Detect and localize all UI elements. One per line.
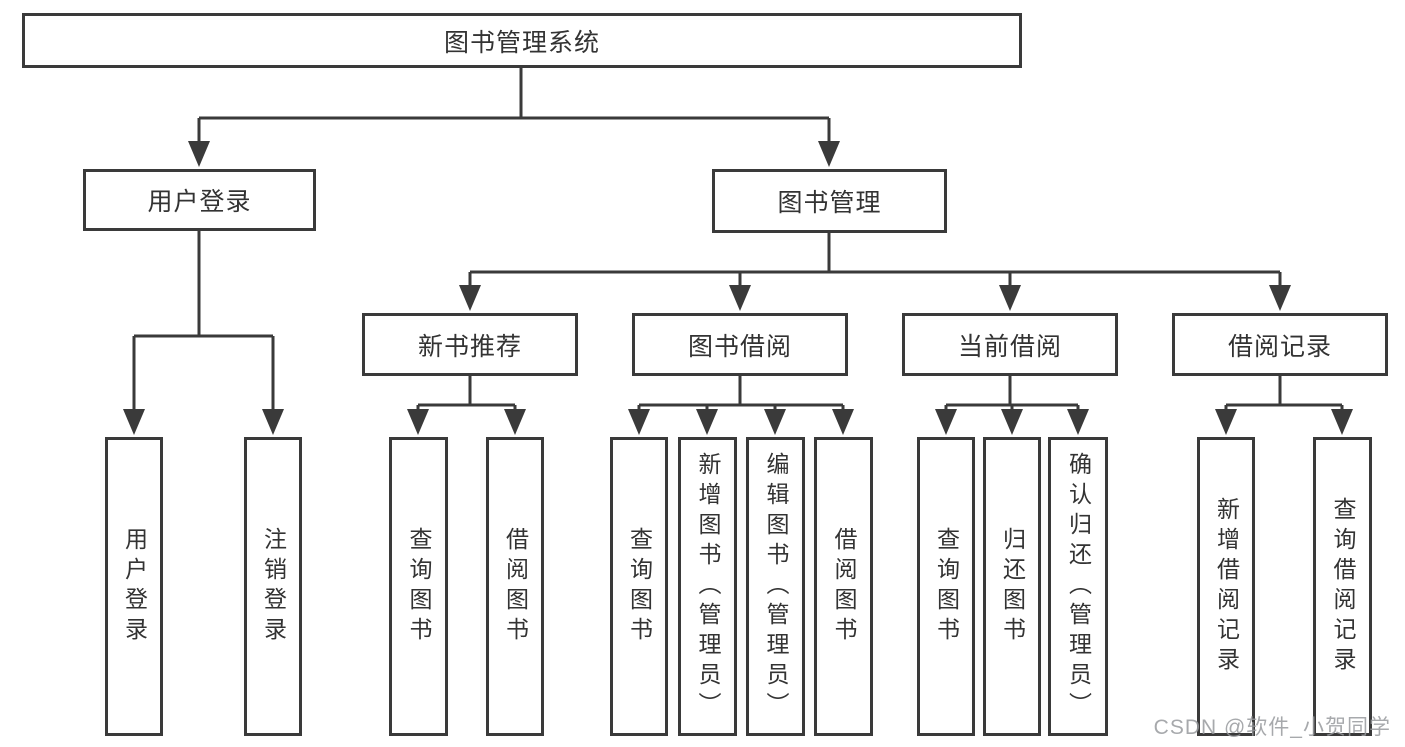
connector-paths: [132, 68, 1344, 413]
node-new-book-recommendation: 新书推荐: [362, 313, 578, 376]
leaf-confirm-return-admin: 确认归还（管理员）: [1048, 437, 1108, 736]
leaf-query-books-recommend: 查询图书: [389, 437, 448, 736]
leaf-query-books-borrowing: 查询图书: [610, 437, 668, 736]
arrowhead-icon: [935, 409, 957, 435]
arrowhead-icon: [729, 285, 751, 311]
leaf-add-borrow-record-label: 新增借阅记录: [1213, 496, 1240, 677]
arrowhead-icon: [262, 409, 284, 435]
leaf-query-books-recommend-label: 查询图书: [406, 526, 432, 647]
arrowhead-icon: [764, 409, 786, 435]
node-book-borrowing: 图书借阅: [632, 313, 848, 376]
node-library-system: 图书管理系统: [22, 13, 1022, 68]
leaf-borrow-books: 借阅图书: [814, 437, 873, 736]
leaf-borrow-books-recommend-label: 借阅图书: [502, 526, 529, 647]
arrowhead-icon: [504, 409, 526, 435]
node-user-login: 用户登录: [83, 169, 316, 231]
arrowhead-icon: [1215, 409, 1237, 435]
node-book-management-label: 图书管理: [777, 189, 882, 217]
arrowhead-icon: [1269, 285, 1291, 311]
leaf-query-borrow-record-label: 查询借阅记录: [1330, 496, 1356, 677]
leaf-return-books-label: 归还图书: [999, 526, 1026, 647]
arrowhead-icon: [696, 409, 718, 435]
arrowhead-icon: [1001, 409, 1023, 435]
arrowhead-icon: [188, 141, 210, 167]
arrowhead-icon: [832, 409, 854, 435]
arrowhead-icon: [818, 141, 840, 167]
node-borrowing-records-label: 借阅记录: [1227, 332, 1332, 361]
node-current-borrowing-label: 当前借阅: [957, 332, 1062, 361]
leaf-add-books-admin-label: 新增图书（管理员）: [695, 451, 721, 722]
leaf-edit-books-admin: 编辑图书（管理员）: [746, 437, 805, 736]
arrowhead-icon: [459, 285, 481, 311]
leaf-logout: 注销登录: [244, 437, 302, 736]
node-current-borrowing: 当前借阅: [902, 313, 1118, 376]
node-library-system-label: 图书管理系统: [443, 28, 600, 57]
leaf-borrow-books-label: 借阅图书: [831, 526, 857, 647]
leaf-logout-label: 注销登录: [260, 526, 287, 647]
arrowhead-icon: [1331, 409, 1353, 435]
leaf-edit-books-admin-label: 编辑图书（管理员）: [763, 451, 789, 722]
arrowhead-icon: [999, 285, 1021, 311]
connector-arrowheads: [123, 141, 1353, 435]
leaf-add-books-admin: 新增图书（管理员）: [678, 437, 737, 736]
leaf-query-books-borrowing-label: 查询图书: [626, 526, 653, 647]
arrowhead-icon: [628, 409, 650, 435]
node-book-borrowing-label: 图书借阅: [687, 332, 792, 361]
leaf-query-books-current-label: 查询图书: [933, 526, 960, 647]
leaf-query-books-current: 查询图书: [917, 437, 975, 736]
leaf-user-login-label: 用户登录: [121, 526, 148, 647]
leaf-query-borrow-record: 查询借阅记录: [1313, 437, 1372, 736]
node-book-management: 图书管理: [712, 169, 947, 233]
node-borrowing-records: 借阅记录: [1172, 313, 1388, 376]
leaf-user-login: 用户登录: [105, 437, 163, 736]
leaf-borrow-books-recommend: 借阅图书: [486, 437, 544, 736]
csdn-watermark: CSDN @软件_小贺同学: [1153, 716, 1391, 739]
node-new-book-recommendation-label: 新书推荐: [417, 332, 522, 361]
arrowhead-icon: [1067, 409, 1089, 435]
leaf-return-books: 归还图书: [983, 437, 1041, 736]
node-user-login-label: 用户登录: [147, 188, 252, 216]
arrowhead-icon: [407, 409, 429, 435]
leaf-add-borrow-record: 新增借阅记录: [1197, 437, 1255, 736]
arrowhead-icon: [123, 409, 145, 435]
leaf-confirm-return-admin-label: 确认归还（管理员）: [1065, 451, 1092, 722]
